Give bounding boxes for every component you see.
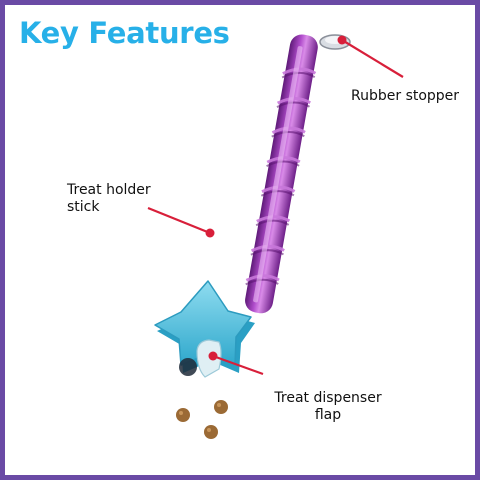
callout-treat-holder-stick: Treat holder stick bbox=[67, 182, 151, 216]
callout-treat-dispenser-flap: Treat dispenser flap bbox=[263, 390, 393, 424]
callout-line: flap bbox=[314, 407, 342, 423]
pointer-treat-holder-stick bbox=[147, 206, 215, 238]
treat-holder-stick bbox=[245, 34, 318, 314]
pointer-rubber-stopper bbox=[337, 35, 404, 78]
callout-line: Treat dispenser bbox=[274, 390, 382, 406]
page-title: Key Features bbox=[19, 16, 230, 50]
callout-line: Rubber stopper bbox=[351, 88, 460, 104]
treats bbox=[176, 400, 228, 439]
callout-rubber-stopper: Rubber stopper bbox=[351, 88, 459, 105]
spiral-ridges bbox=[245, 67, 317, 282]
treat-dispenser-flap bbox=[196, 339, 222, 378]
treat bbox=[204, 425, 218, 439]
callout-line: stick bbox=[67, 199, 100, 215]
callout-line: Treat holder bbox=[67, 182, 151, 198]
treat bbox=[214, 400, 228, 414]
product-illustration bbox=[147, 34, 404, 439]
pointer-treat-dispenser-flap bbox=[208, 351, 264, 376]
treat bbox=[176, 408, 190, 422]
